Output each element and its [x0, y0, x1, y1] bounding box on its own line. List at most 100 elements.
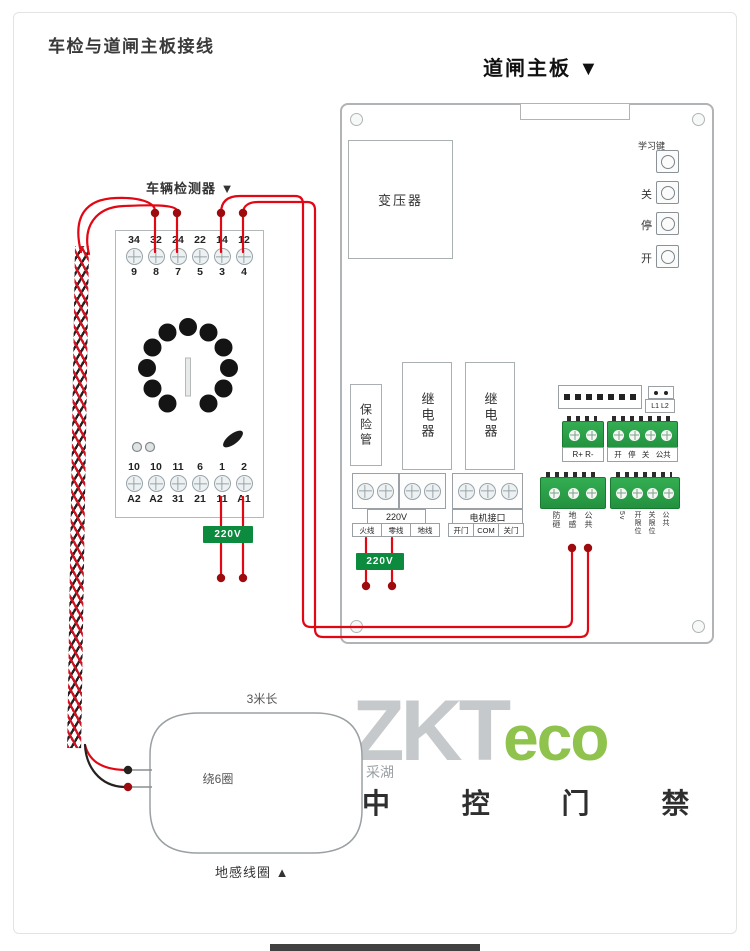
terminal-screw — [191, 475, 209, 492]
terminal-number: 32 — [150, 234, 162, 246]
terminal-screw — [147, 475, 165, 492]
osk-label: 公共 — [655, 450, 671, 459]
terminal-screw — [235, 475, 253, 492]
terminal-number: 4 — [241, 266, 247, 278]
terminal-screw — [169, 475, 187, 492]
limit-terminal-block — [610, 477, 680, 509]
terminal-number: 24 — [172, 234, 184, 246]
terminal-screw — [457, 482, 475, 500]
terminal-screw — [424, 482, 442, 500]
bottom-bar — [270, 944, 480, 951]
terminal-screw — [586, 487, 598, 499]
board-corner-screw — [692, 620, 705, 633]
terminal-screw — [356, 482, 374, 500]
ground-wire-cell: 地线 — [410, 523, 440, 537]
power-section-cells: 火线 零线 地线 — [352, 523, 440, 537]
open-door-cell: 开门 — [448, 523, 474, 537]
terminal-screw — [169, 248, 187, 265]
button-cap — [660, 154, 675, 169]
board-corner-screw — [350, 620, 363, 633]
terminal-screw — [213, 248, 231, 265]
watermark-eco-text: eco — [503, 702, 609, 774]
terminal-screw — [147, 248, 165, 265]
terminal-screw — [235, 248, 253, 265]
terminal-pins — [612, 416, 671, 421]
terminal-screw — [403, 482, 421, 500]
5v-label: 5v — [618, 511, 625, 521]
terminal-number: 14 — [216, 234, 228, 246]
sensor-terminal-block — [540, 477, 606, 509]
terminal-number: 8 — [153, 266, 159, 278]
learn-key-button — [656, 150, 679, 173]
common-label: 公共 — [662, 511, 669, 527]
relay-2: 继电器 — [465, 362, 515, 470]
terminal-screw — [125, 248, 143, 265]
open-button-label: 开 — [641, 253, 652, 265]
button-cap — [660, 216, 675, 231]
terminal-screw — [567, 487, 579, 499]
button-cap — [660, 249, 675, 264]
terminal-screw — [377, 482, 395, 500]
watermark-cn-text: 中 控 门 禁 — [362, 788, 722, 819]
l1-l2-connector — [648, 386, 674, 399]
motor-section-cells: 开门 COM 关门 — [448, 523, 524, 537]
terminal-screw — [479, 482, 496, 500]
terminal-number: 1 — [219, 461, 225, 473]
coil-length-label: 3米长 — [246, 692, 278, 706]
terminal-number: 2 — [241, 461, 247, 473]
terminal-screw — [548, 487, 560, 499]
terminal-screw — [629, 429, 640, 441]
terminal-screw — [631, 487, 643, 499]
close-button — [656, 181, 679, 204]
loop-sensor-label: 地感 — [568, 511, 577, 529]
terminal-screw — [569, 429, 580, 441]
terminal-number: 31 — [172, 493, 184, 505]
terminal-screw — [663, 487, 675, 499]
terminal-screw — [645, 429, 656, 441]
open-limit-label: 开限位 — [634, 511, 641, 535]
terminal-screw — [213, 475, 231, 492]
terminal-screw — [647, 487, 659, 499]
terminal-screw — [586, 429, 597, 441]
r-terminal-label: R+ R- — [562, 447, 604, 462]
board-top-slot — [520, 103, 630, 120]
l1-l2-label: L1 L2 — [645, 399, 675, 413]
fuse-tube: 保险管 — [350, 384, 382, 466]
close-limit-label: 关限位 — [648, 511, 655, 535]
relay-2-label: 继电器 — [482, 392, 498, 440]
terminal-number: 21 — [194, 493, 206, 505]
watermark-small-text: 采湖 — [366, 764, 394, 780]
anti-smash-label: 防砸 — [552, 511, 561, 529]
terminal-number: A2 — [127, 493, 141, 505]
page-border — [13, 12, 737, 934]
terminal-number: 34 — [128, 234, 140, 246]
stop-button-label: 停 — [641, 220, 652, 232]
relay-1-label: 继电器 — [419, 392, 435, 440]
osk-label: 停 — [628, 450, 636, 459]
terminal-number: 10 — [128, 461, 140, 473]
transformer: 变压器 — [348, 140, 453, 259]
stop-button — [656, 212, 679, 235]
terminal-number: 22 — [194, 234, 206, 246]
com-cell: COM — [473, 523, 499, 537]
board-title: 道闸主板 ▼ — [483, 58, 601, 80]
power-terminal-block-2 — [399, 473, 446, 509]
pin-header-connector — [558, 385, 642, 409]
common-label: 公共 — [584, 511, 593, 529]
terminal-screw — [191, 248, 209, 265]
page-title: 车检与道闸主板接线 — [48, 37, 215, 56]
terminal-screw — [125, 475, 143, 492]
terminal-number: 6 — [197, 461, 203, 473]
neutral-wire-cell: 零线 — [381, 523, 411, 537]
board-corner-screw — [350, 113, 363, 126]
osk-label: 开 — [614, 450, 622, 459]
board-power-tag: 220V — [356, 553, 404, 570]
terminal-number: 9 — [131, 266, 137, 278]
learn-key-label: 学习键 — [638, 141, 666, 151]
button-cap — [660, 185, 675, 200]
board-corner-screw — [692, 113, 705, 126]
terminal-number: 11 — [172, 461, 184, 473]
